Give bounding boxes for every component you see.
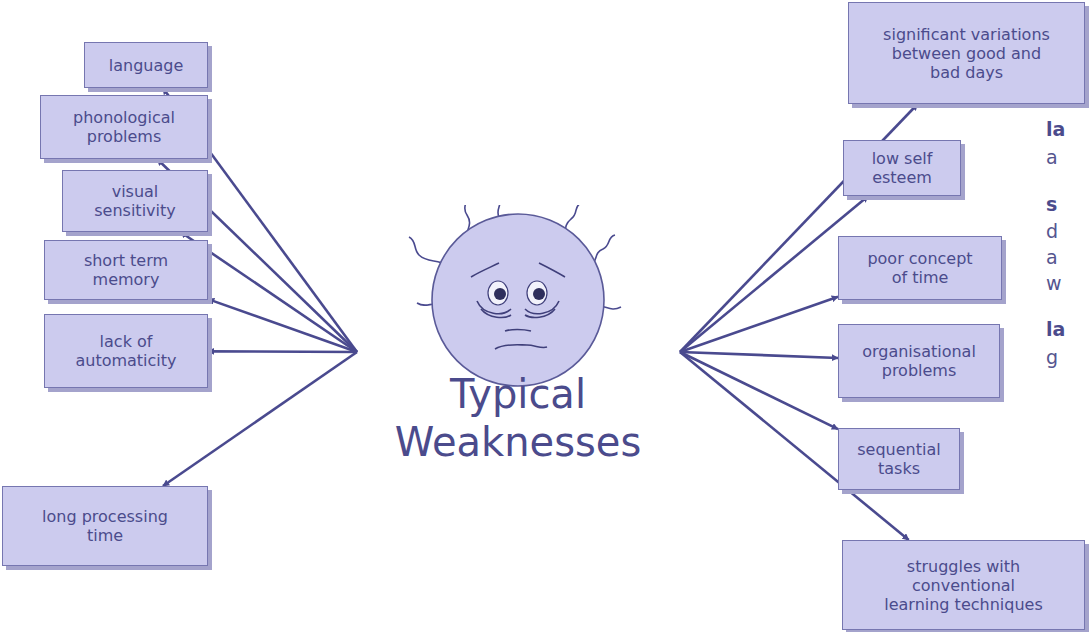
weakness-box: language (84, 42, 208, 88)
cut-off-text: g (1046, 346, 1058, 368)
weakness-box: significant variations between good and … (848, 2, 1085, 104)
arrow-connector (208, 299, 357, 352)
arrow-connector (680, 297, 838, 352)
box-label: short term memory (76, 251, 176, 289)
cut-off-text: a (1046, 246, 1058, 268)
box-label: sequential tasks (849, 440, 949, 478)
weakness-box: struggles with conventional learning tec… (842, 540, 1085, 630)
arrow-connector (680, 352, 838, 358)
box-label: visual sensitivity (85, 182, 185, 220)
weakness-box: sequential tasks (838, 428, 960, 490)
eye (527, 281, 547, 305)
box-label: poor concept of time (858, 249, 983, 287)
cut-off-text: la (1046, 118, 1065, 140)
box-label: long processing time (28, 507, 183, 545)
central-face: Typical Weaknesses (357, 205, 680, 475)
weakness-box: lack of automaticity (44, 314, 208, 388)
pupil (533, 288, 545, 300)
cut-off-text: la (1046, 318, 1065, 340)
cut-off-text: s (1046, 193, 1057, 215)
cut-off-text: w (1046, 272, 1062, 294)
weakness-box: phonological problems (40, 95, 208, 159)
weakness-box: short term memory (44, 240, 208, 300)
box-label: lack of automaticity (66, 332, 186, 370)
cut-off-text: d (1046, 220, 1058, 242)
box-label: language (109, 56, 184, 75)
weakness-box: poor concept of time (838, 236, 1002, 300)
face-features (471, 263, 565, 349)
eye (488, 281, 508, 305)
pupil (494, 288, 506, 300)
weakness-box: visual sensitivity (62, 170, 208, 232)
face-circle (432, 214, 604, 386)
box-label: struggles with conventional learning tec… (879, 557, 1049, 614)
arrow-connector (208, 350, 357, 353)
box-label: organisational problems (849, 342, 989, 380)
weakness-box: organisational problems (838, 324, 1000, 398)
hub-title: Typical Weaknesses (368, 370, 668, 466)
cut-off-text: a (1046, 146, 1058, 168)
box-label: significant variations between good and … (882, 25, 1052, 82)
weakness-box: long processing time (2, 486, 208, 566)
box-label: low self esteem (862, 149, 942, 187)
weakness-box: low self esteem (843, 140, 961, 196)
box-label: phonological problems (62, 108, 187, 146)
